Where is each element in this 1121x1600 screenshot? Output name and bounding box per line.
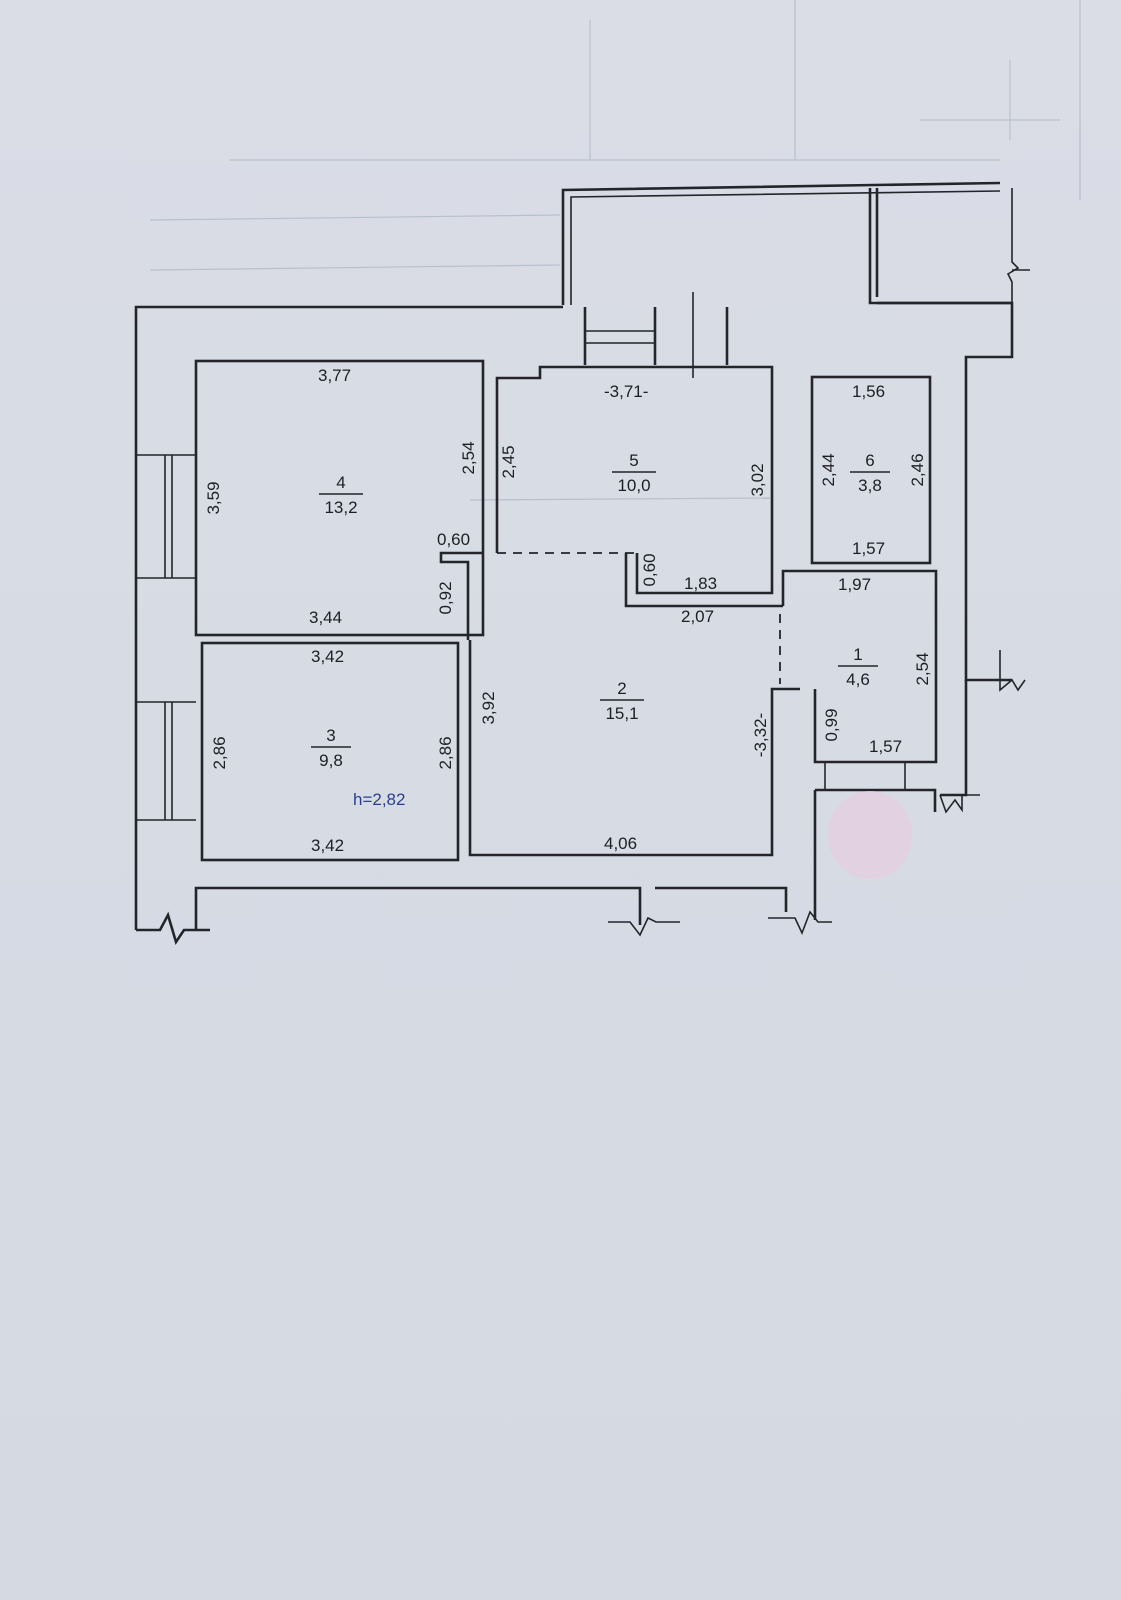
niche — [439, 551, 483, 640]
dim-r1-top: 1,97 — [838, 575, 871, 594]
dim-r1-left: 0,99 — [822, 708, 841, 741]
room-6-outline — [810, 375, 932, 565]
dim-r5-left: 2,45 — [499, 445, 518, 478]
dim-r1-bottom: 1,57 — [869, 737, 902, 756]
room-label-5: 5 10,0 — [612, 451, 656, 495]
room-area: 15,1 — [605, 704, 638, 723]
room-2-step — [624, 553, 783, 608]
background-bleed-lines — [149, 0, 1081, 501]
dim-step-height: 0,60 — [640, 553, 659, 586]
room-number: 6 — [865, 451, 874, 470]
dim-hall-right: -3,32- — [751, 713, 770, 757]
dim-r3-bottom: 3,42 — [311, 836, 344, 855]
windows — [136, 454, 196, 821]
balcony — [561, 181, 1030, 305]
dim-r6-top: 1,56 — [852, 382, 885, 401]
room-4-outline — [194, 359, 485, 637]
dim-hall-top: 2,07 — [681, 607, 714, 626]
room-area: 9,8 — [319, 751, 343, 770]
room-number: 4 — [336, 473, 345, 492]
room-3-outline — [200, 641, 460, 862]
room-1-outline — [781, 569, 938, 764]
dim-r5-right: 3,02 — [748, 463, 767, 496]
room-2-outline — [468, 640, 800, 857]
room-label-1: 1 4,6 — [838, 645, 878, 689]
room-area: 3,8 — [858, 476, 882, 495]
dim-niche-width: 0,60 — [437, 530, 470, 549]
room-number: 1 — [853, 645, 862, 664]
dim-r4-top: 3,77 — [318, 366, 351, 385]
dim-r6-left: 2,44 — [819, 453, 838, 486]
room-number: 2 — [617, 679, 626, 698]
dim-step-width: 1,83 — [684, 574, 717, 593]
room-label-2: 2 15,1 — [600, 679, 644, 723]
dim-r4-bottom: 3,44 — [309, 608, 342, 627]
dim-r4-right: 2,54 — [459, 441, 478, 474]
dim-r3-top: 3,42 — [311, 647, 344, 666]
room-area: 4,6 — [846, 670, 870, 689]
dim-r5-top: -3,71- — [604, 382, 648, 401]
room-label-6: 6 3,8 — [850, 451, 890, 495]
dim-r1-right: 2,54 — [913, 652, 932, 685]
dim-r4-left: 3,59 — [204, 481, 223, 514]
dim-r6-bottom: 1,57 — [852, 539, 885, 558]
room-label-4: 4 13,2 — [319, 473, 363, 517]
outer-walls — [134, 301, 1026, 946]
room-area: 10,0 — [617, 476, 650, 495]
room-number: 3 — [326, 726, 335, 745]
room-number: 5 — [629, 451, 638, 470]
room-5-outline — [495, 365, 774, 595]
room-area: 13,2 — [324, 498, 357, 517]
dim-r3-left: 2,86 — [210, 736, 229, 769]
shafts — [583, 292, 729, 378]
dim-hall-left: 3,92 — [479, 691, 498, 724]
ceiling-height-note: h=2,82 — [353, 790, 405, 809]
dim-r3-right: 2,86 — [436, 736, 455, 769]
room-label-3: 3 9,8 — [311, 726, 351, 770]
stain-mark — [828, 791, 912, 879]
dim-niche-height: 0,92 — [436, 581, 455, 614]
dim-r6-right: 2,46 — [908, 453, 927, 486]
dim-hall-bottom: 4,06 — [604, 834, 637, 853]
